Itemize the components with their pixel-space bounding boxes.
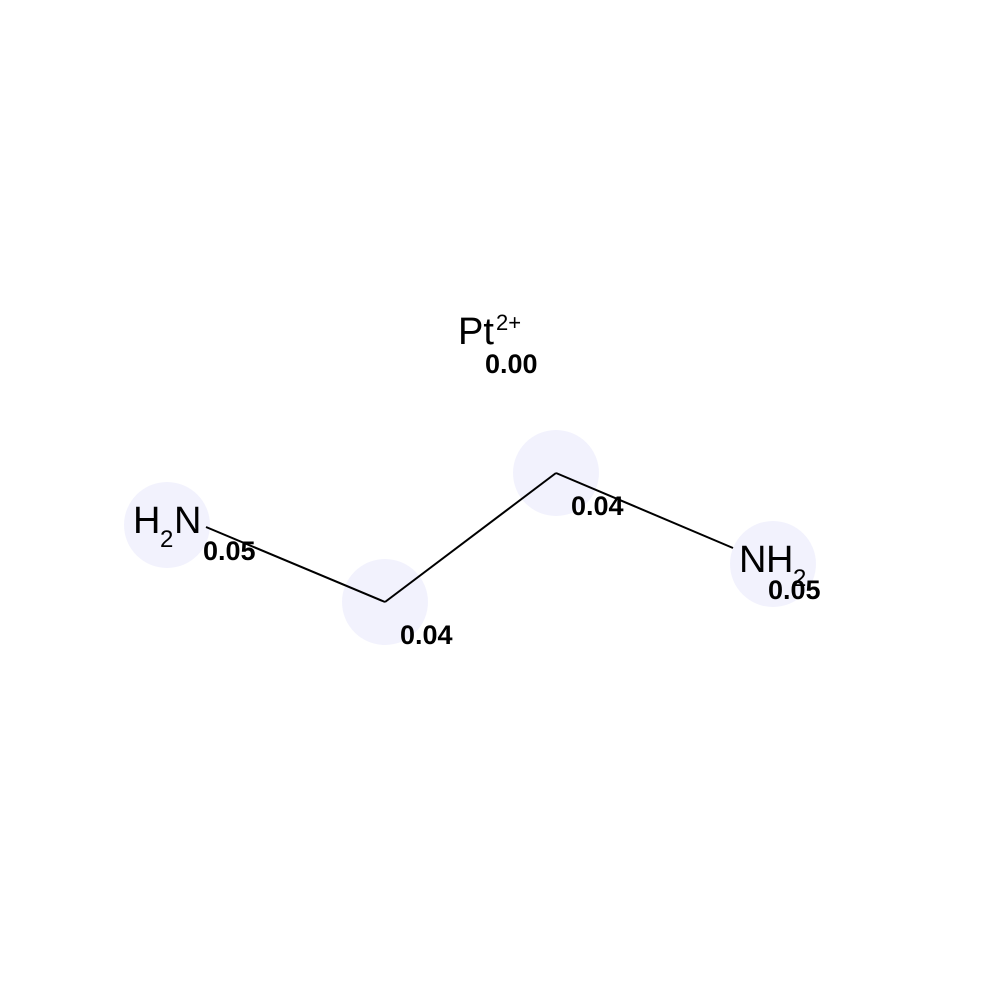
amine-right-h-count: 2 (793, 565, 806, 592)
atom-amine-right: N H 2 0.05 (739, 539, 821, 605)
amine-left-h-count: 2 (160, 526, 173, 553)
atom-platinum: Pt 2+ 0.00 (458, 310, 538, 379)
carbon-2-charge-value: 0.04 (571, 491, 624, 521)
amine-left-charge-value: 0.05 (203, 536, 256, 566)
atom-carbon-1: 0.04 (400, 620, 453, 650)
atom-carbon-2: 0.04 (571, 491, 624, 521)
amine-right-n: N (739, 539, 766, 581)
platinum-symbol: Pt (458, 311, 494, 353)
amine-right-charge-value: 0.05 (768, 575, 821, 605)
highlight-amine-left (124, 482, 210, 568)
amine-left-n: N (174, 500, 201, 542)
platinum-charge: 2+ (496, 310, 521, 335)
amine-left-h: H (133, 500, 160, 542)
carbon-1-charge-value: 0.04 (400, 620, 453, 650)
bond-c1-c2 (384, 472, 557, 603)
atom-amine-left: H 2 N 0.05 (133, 500, 256, 566)
highlight-amine-right (730, 521, 816, 607)
amine-right-h: H (766, 539, 793, 581)
platinum-charge-value: 0.00 (485, 349, 538, 379)
bond-c2-n (555, 472, 734, 549)
bond-n-c1 (205, 526, 386, 603)
